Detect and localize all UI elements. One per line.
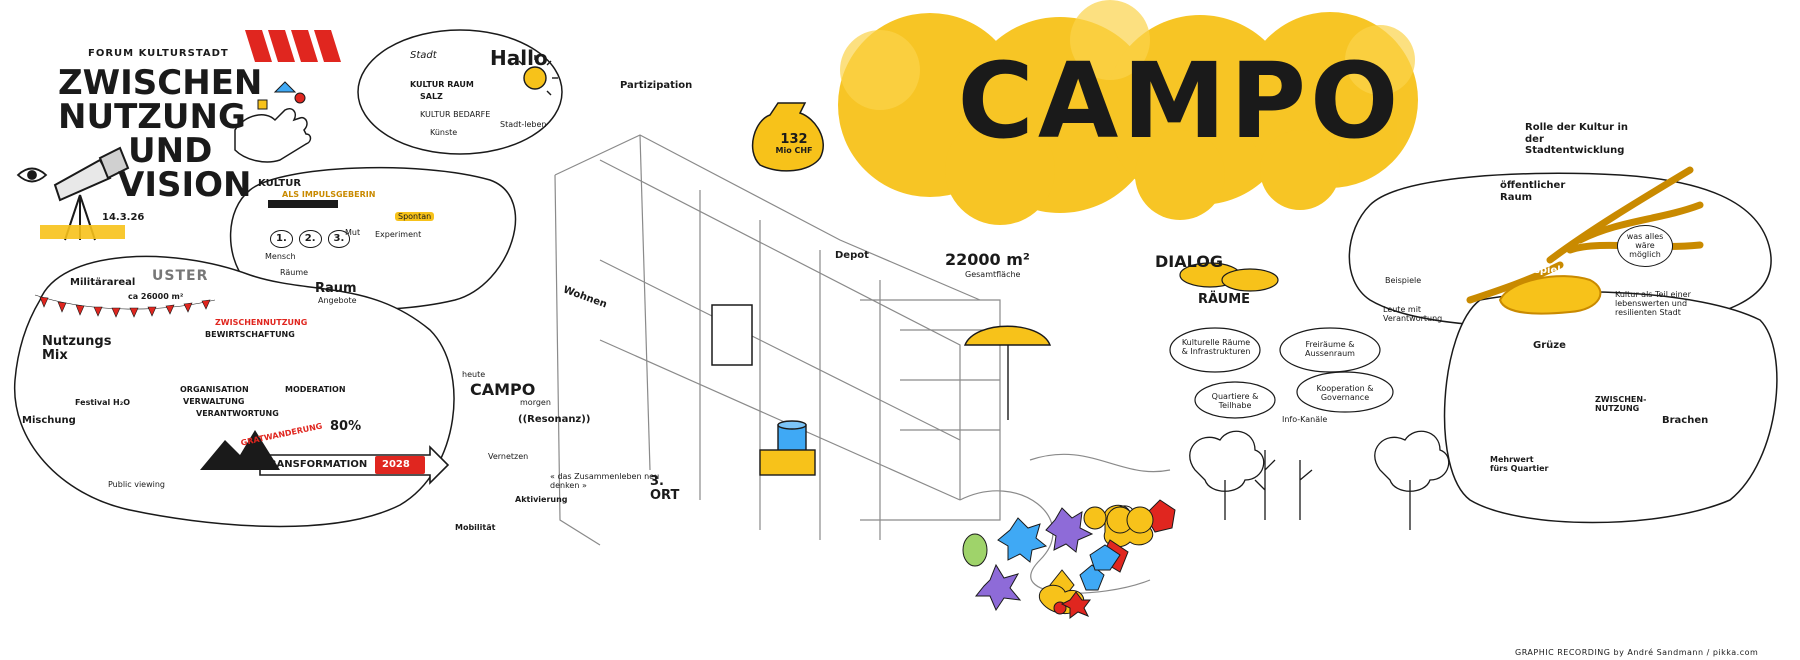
- angebote-label: Angebote: [318, 296, 357, 305]
- oeffentlicher-label: öffentlicher Raum: [1500, 180, 1566, 203]
- dialog-raeume: RÄUME: [1198, 292, 1251, 307]
- building-sketch: [554, 134, 1171, 594]
- area1-label: ca 26000 m²: [128, 292, 184, 301]
- verantwortung-label: VERANTWORTUNG: [196, 409, 279, 418]
- uster-label: USTER: [152, 268, 209, 284]
- kultur-raum-label: KULTUR RAUM: [410, 80, 474, 89]
- sun-icon: [518, 55, 558, 96]
- kulturelle-label: Kulturelle Räume & Infrastrukturen: [1181, 338, 1251, 357]
- title-line-3: UND: [128, 131, 213, 171]
- date-label: 14.3.26: [102, 212, 145, 223]
- aktivierung-label: Aktivierung: [515, 495, 568, 504]
- transformation-label: TRANSFORMATION: [262, 459, 368, 470]
- decorative-shapes: [962, 499, 1176, 619]
- hallo-label: Hallo: [490, 46, 548, 70]
- impuls-bar: [268, 200, 338, 208]
- organisation-label: ORGANISATION: [180, 385, 249, 394]
- money-bag: [751, 102, 824, 172]
- raeume-small-label: Räume: [280, 268, 309, 277]
- year-label: 2028: [382, 459, 410, 470]
- public-viewing-label: Public viewing: [108, 480, 166, 489]
- spontan-label: Spontan: [395, 212, 435, 222]
- stadt-label: Stadt: [410, 50, 437, 61]
- forum-label: FORUM KULTURSTADT: [88, 48, 229, 59]
- mischung-label: Mischung: [22, 415, 76, 426]
- rolle-label: Rolle der Kultur in der Stadtentwicklung: [1525, 122, 1629, 156]
- nutzungsmix-label: Nutzungs Mix: [42, 334, 112, 364]
- footer-credit: GRAPHIC RECORDING by André Sandmann / pi…: [1515, 648, 1759, 657]
- percent-label: 80%: [330, 419, 362, 434]
- mehrwert-label: Mehrwert fürs Quartier: [1490, 455, 1549, 474]
- partizipation-label: Partizipation: [620, 80, 693, 91]
- kanaele-label: Info-Kanäle: [1282, 415, 1328, 424]
- page-title: ZWISCHEN NUTZUNG UND VISION: [58, 66, 262, 202]
- campo-title: CAMPO: [957, 40, 1403, 162]
- beispiele-label: Beispiele: [1385, 276, 1422, 285]
- quartiere-label: Quartiere & Teilhabe: [1211, 392, 1259, 411]
- brachen-label: Brachen: [1662, 415, 1709, 426]
- money-value: 132 Mio CHF: [772, 132, 816, 155]
- step-2: 2.: [298, 230, 322, 248]
- bespielen-label: bespielen: [1520, 265, 1575, 276]
- militaerareal-label: Militärareal: [70, 277, 136, 288]
- festival-label: Festival H₂O: [75, 398, 131, 407]
- kuenste-label: Künste: [430, 128, 458, 137]
- greeting-bubble: [357, 29, 563, 155]
- depot-label: Depot: [835, 250, 869, 261]
- experiment-label: Experiment: [375, 230, 422, 239]
- money-unit: Mio CHF: [775, 146, 813, 155]
- morgen-label: morgen: [520, 398, 551, 407]
- step-3: 3.: [327, 230, 351, 248]
- eye-icon: [16, 167, 48, 183]
- dialog-bubbles: [1169, 262, 1394, 419]
- heute-label: heute: [462, 370, 486, 379]
- vernetzen-label: Vernetzen: [488, 452, 529, 461]
- step-1: 1.: [270, 230, 293, 248]
- small-shapes: [257, 81, 306, 110]
- right-bubble-bottom: [1443, 291, 1778, 524]
- gruze-label: Grüze: [1533, 340, 1566, 351]
- zusammenleben-label: « das Zusammenleben neu denken »: [550, 472, 660, 491]
- kultur-box-label: Kultur als Teil einer lebenswerten und r…: [1615, 290, 1691, 318]
- title-line-2: NUTZUNG: [58, 97, 246, 137]
- mensch-label: Mensch: [265, 252, 296, 261]
- verwaltung-label: VERWALTUNG: [183, 397, 245, 406]
- dialog-title: DIALOG: [1155, 252, 1223, 271]
- was-alles-label: was alles wäre möglich: [1617, 225, 1673, 267]
- freiraeume-label: Freiräume & Aussenraum: [1305, 340, 1355, 359]
- title-line-4: VISION: [118, 165, 252, 205]
- mobilitaet-label: Mobilität: [455, 523, 496, 532]
- raum-label: Raum: [315, 281, 357, 296]
- trees: [1189, 430, 1450, 530]
- logo-stripes: [245, 30, 341, 62]
- impuls-steps: 1. 2. 3.: [270, 230, 351, 248]
- dritter-ort-label: 3. ORT: [650, 474, 680, 504]
- gesamt-label: Gesamtfläche: [965, 270, 1021, 279]
- bunting: [34, 294, 216, 318]
- kooperation-label: Kooperation & Governance: [1316, 384, 1374, 403]
- salz-label: SALZ: [420, 92, 443, 101]
- mountain: [200, 430, 280, 470]
- stadtleben-label: Stadt-leben: [500, 120, 547, 129]
- zwischennutzung-label: ZWISCHENNUTZUNG: [215, 318, 308, 327]
- resonanz-label: ((Resonanz)): [518, 414, 591, 425]
- campo-yellow-blobs: [838, 12, 1418, 225]
- bedarf-label: Leute mit Verantwortung: [1383, 305, 1443, 324]
- impulsgeberin-label: ALS IMPULSGEBERIN: [282, 190, 376, 199]
- bewirtschaftung-label: BEWIRTSCHAFTUNG: [205, 330, 295, 339]
- hand-icon: [234, 108, 312, 163]
- campo-small-label: CAMPO: [470, 380, 536, 399]
- zwischennutzung-right-label: ZWISCHEN-NUTZUNG: [1595, 395, 1647, 414]
- title-line-1: ZWISCHEN: [58, 63, 263, 103]
- moderation-label: MODERATION: [285, 385, 346, 394]
- money-amount: 132: [780, 132, 808, 147]
- mut-label: Mut: [345, 228, 361, 237]
- area-value: 22000 m²: [945, 250, 1030, 269]
- kultur-bedarf-label: KULTUR BEDARFE: [420, 110, 491, 119]
- kultur-title: KULTUR: [258, 178, 302, 189]
